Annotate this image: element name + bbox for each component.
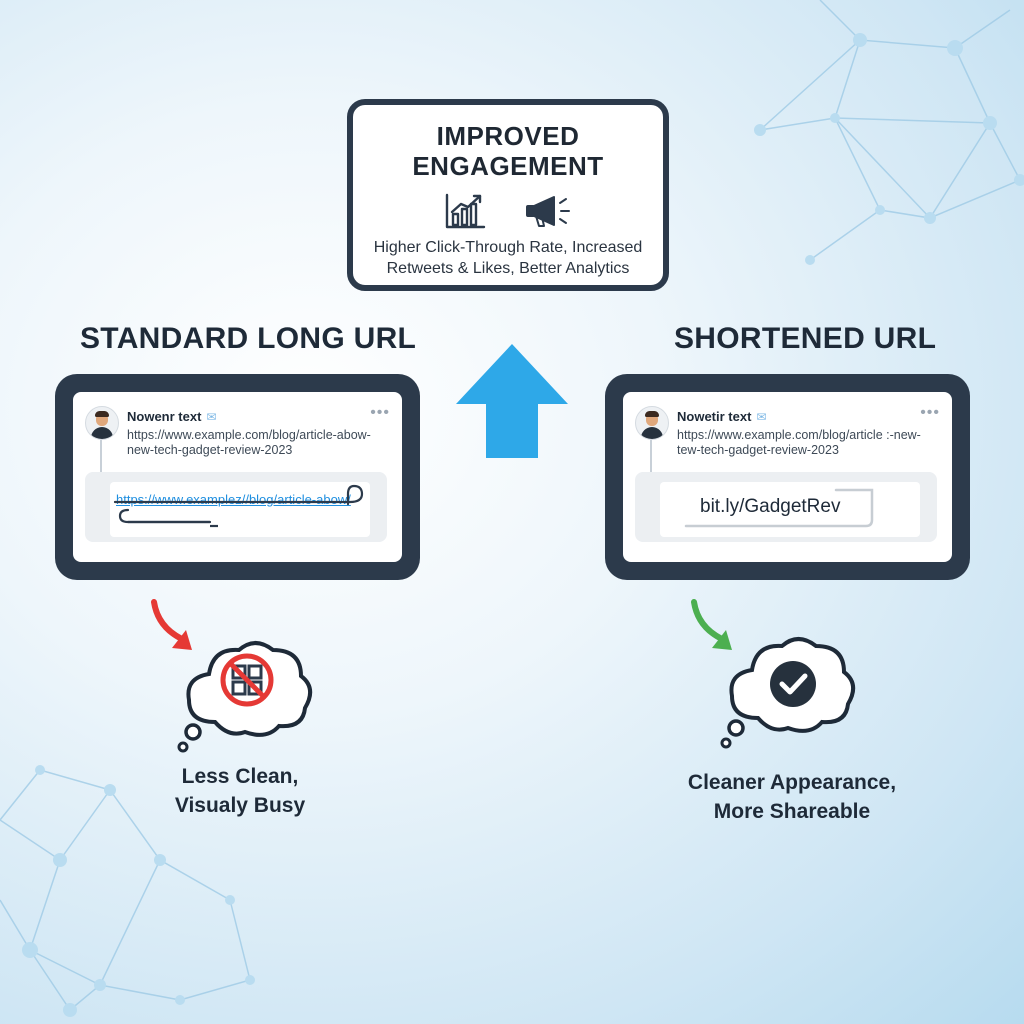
- right-caption-line2: More Shareable: [713, 800, 871, 823]
- username[interactable]: Nowenr text ✉: [127, 409, 216, 424]
- short-link[interactable]: bit.ly/GadgetRev: [700, 496, 841, 517]
- bar-chart-trend-icon: [445, 193, 486, 229]
- link-preview[interactable]: bit.ly/GadgetRev: [635, 472, 937, 542]
- link-preview-inner: bit.ly/GadgetRev: [660, 482, 920, 537]
- red-curved-arrow-icon: [151, 599, 192, 650]
- avatar[interactable]: [635, 406, 669, 440]
- thought-cloud-busy: [177, 641, 313, 753]
- right-tablet: Nowetir text ✉ ••• https://www.example.co…: [605, 374, 970, 580]
- long-link[interactable]: https://www.examplez//blog/article-abow/: [116, 492, 351, 507]
- more-options-icon[interactable]: •••: [370, 404, 390, 421]
- username-text: Nowenr text: [127, 409, 202, 424]
- engagement-text-line2: Retweets & Likes, Better Analytics: [386, 260, 630, 277]
- long-link-scribble: [113, 484, 364, 528]
- right-caption-line1: Cleaner Appearance,: [687, 771, 897, 794]
- left-caption: Less Clean, Visualy Busy: [150, 762, 330, 820]
- right-heading: SHORTENED URL: [674, 322, 937, 355]
- engagement-title-line1: IMPROVED: [436, 121, 580, 151]
- post-url-line1: https://www.example.com/blog/article-abo…: [127, 428, 371, 442]
- post-url-line1: https://www.example.com/blog/article :-n…: [677, 428, 921, 442]
- megaphone-icon: [526, 196, 570, 227]
- more-options-icon[interactable]: •••: [920, 404, 940, 421]
- right-caption: Cleaner Appearance, More Shareable: [672, 768, 912, 826]
- left-heading: STANDARD LONG URL: [80, 322, 417, 355]
- engagement-title-line2: ENGAGEMENT: [412, 151, 604, 181]
- thought-cloud-clean: [720, 637, 856, 749]
- post-url-line2: new-tech-gadget-review-2023: [127, 443, 293, 457]
- engagement-description: Higher Click-Through Rate, Increased Ret…: [353, 237, 663, 279]
- verified-icon: ✉: [756, 410, 767, 424]
- left-post: Nowenr text ✉ ••• https://www.example.com…: [73, 392, 402, 562]
- left-tablet: Nowenr text ✉ ••• https://www.example.com…: [55, 374, 420, 580]
- engagement-title: IMPROVED ENGAGEMENT: [353, 121, 663, 181]
- checkmark-icon: [770, 661, 816, 707]
- right-post: Nowetir text ✉ ••• https://www.example.co…: [623, 392, 952, 562]
- username-text: Nowetir text: [677, 409, 752, 424]
- engagement-text-line1: Higher Click-Through Rate, Increased: [373, 239, 643, 256]
- avatar[interactable]: [85, 406, 119, 440]
- post-url-text: https://www.example.com/blog/article-abo…: [127, 428, 382, 458]
- left-caption-line1: Less Clean,: [181, 765, 299, 788]
- engagement-card: IMPROVED ENGAGEMENT High: [347, 99, 669, 291]
- left-caption-line2: Visualy Busy: [174, 794, 306, 817]
- no-qr-code-icon: [220, 653, 274, 707]
- short-link-frame: [684, 488, 874, 528]
- username[interactable]: Nowetir text ✉: [677, 409, 766, 424]
- link-preview-inner: https://www.examplez//blog/article-abow/: [110, 482, 370, 537]
- link-preview[interactable]: https://www.examplez//blog/article-abow/: [85, 472, 387, 542]
- engagement-icons: [353, 191, 663, 231]
- verified-icon: ✉: [206, 410, 217, 424]
- green-curved-arrow-icon: [691, 599, 732, 650]
- up-arrow-icon: [456, 344, 568, 458]
- post-url-text: https://www.example.com/blog/article :-n…: [677, 428, 932, 458]
- post-url-line2: tew-tech-gadget-review-2023: [677, 443, 839, 457]
